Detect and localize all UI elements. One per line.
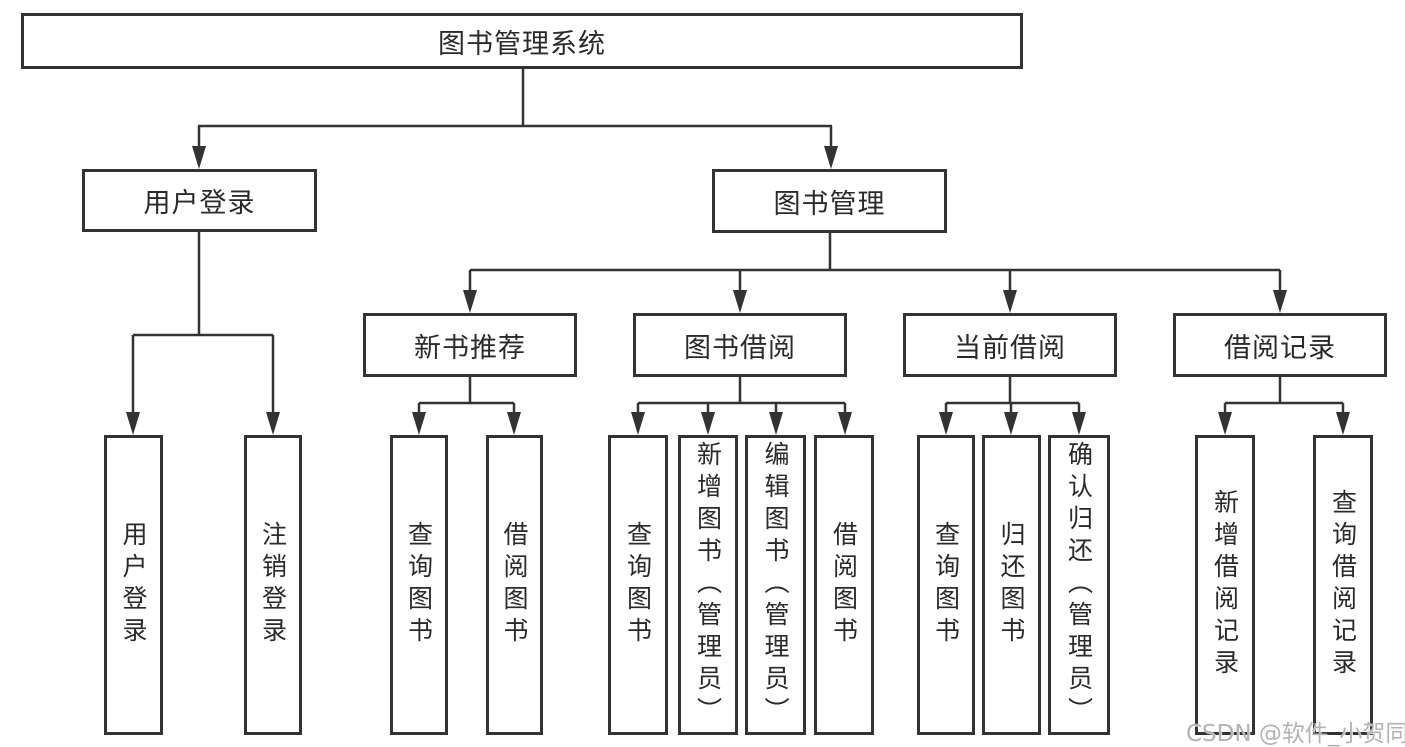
- node-user-login-label: 用户登录: [143, 188, 256, 219]
- node-library-management-system-label: 图书管理系统: [438, 28, 606, 60]
- leaf-borrow-books-recommend-label: 借阅图书: [500, 521, 529, 649]
- node-book-borrowing-label: 图书借阅: [684, 332, 796, 364]
- leaf-user-login: 用户登录: [104, 435, 163, 735]
- node-borrowing-records: 借阅记录: [1173, 313, 1387, 377]
- node-book-management-label: 图书管理: [773, 188, 886, 220]
- leaf-add-borrow-record: 新增借阅记录: [1195, 435, 1255, 735]
- leaf-add-borrow-record-label: 新增借阅记录: [1210, 489, 1240, 681]
- leaf-borrow-books-recommend: 借阅图书: [486, 435, 543, 735]
- node-book-borrowing: 图书借阅: [633, 313, 847, 377]
- leaf-query-books-borrowing-label: 查询图书: [623, 521, 653, 649]
- node-library-management-system: 图书管理系统: [21, 13, 1023, 69]
- leaf-user-login-label: 用户登录: [119, 521, 148, 649]
- leaf-query-books-current: 查询图书: [917, 435, 975, 735]
- leaf-logout-label: 注销登录: [258, 521, 288, 649]
- node-user-login: 用户登录: [82, 169, 317, 232]
- leaf-borrow-books-borrowing-label: 借阅图书: [829, 521, 859, 649]
- leaf-query-borrow-record-label: 查询借阅记录: [1328, 489, 1358, 681]
- leaf-logout: 注销登录: [244, 435, 302, 735]
- leaf-confirm-return-admin: 确认归还（管理员）: [1048, 435, 1110, 735]
- leaf-query-books-recommend: 查询图书: [390, 435, 448, 735]
- leaf-edit-book-admin: 编辑图书（管理员）: [745, 435, 806, 735]
- leaf-borrow-books-borrowing: 借阅图书: [814, 435, 874, 735]
- leaf-query-books-current-label: 查询图书: [931, 521, 961, 649]
- csdn-watermark: CSDN @软件_小贺同学: [1186, 721, 1405, 747]
- leaf-query-books-recommend-label: 查询图书: [404, 521, 434, 649]
- leaf-edit-book-admin-label: 编辑图书（管理员）: [761, 441, 790, 729]
- leaf-add-book-admin-label: 新增图书（管理员）: [693, 441, 723, 729]
- node-current-borrowing-label: 当前借阅: [954, 332, 1066, 364]
- node-book-management: 图书管理: [712, 169, 947, 233]
- leaf-query-books-borrowing: 查询图书: [608, 435, 668, 735]
- node-borrowing-records-label: 借阅记录: [1224, 332, 1336, 364]
- node-new-book-recommendation-label: 新书推荐: [414, 332, 526, 364]
- leaf-return-book: 归还图书: [982, 435, 1041, 735]
- leaf-add-book-admin: 新增图书（管理员）: [678, 435, 738, 735]
- leaf-return-book-label: 归还图书: [997, 521, 1026, 649]
- node-new-book-recommendation: 新书推荐: [363, 313, 577, 377]
- node-current-borrowing: 当前借阅: [903, 313, 1117, 377]
- leaf-query-borrow-record: 查询借阅记录: [1313, 435, 1373, 735]
- leaf-confirm-return-admin-label: 确认归还（管理员）: [1064, 441, 1094, 729]
